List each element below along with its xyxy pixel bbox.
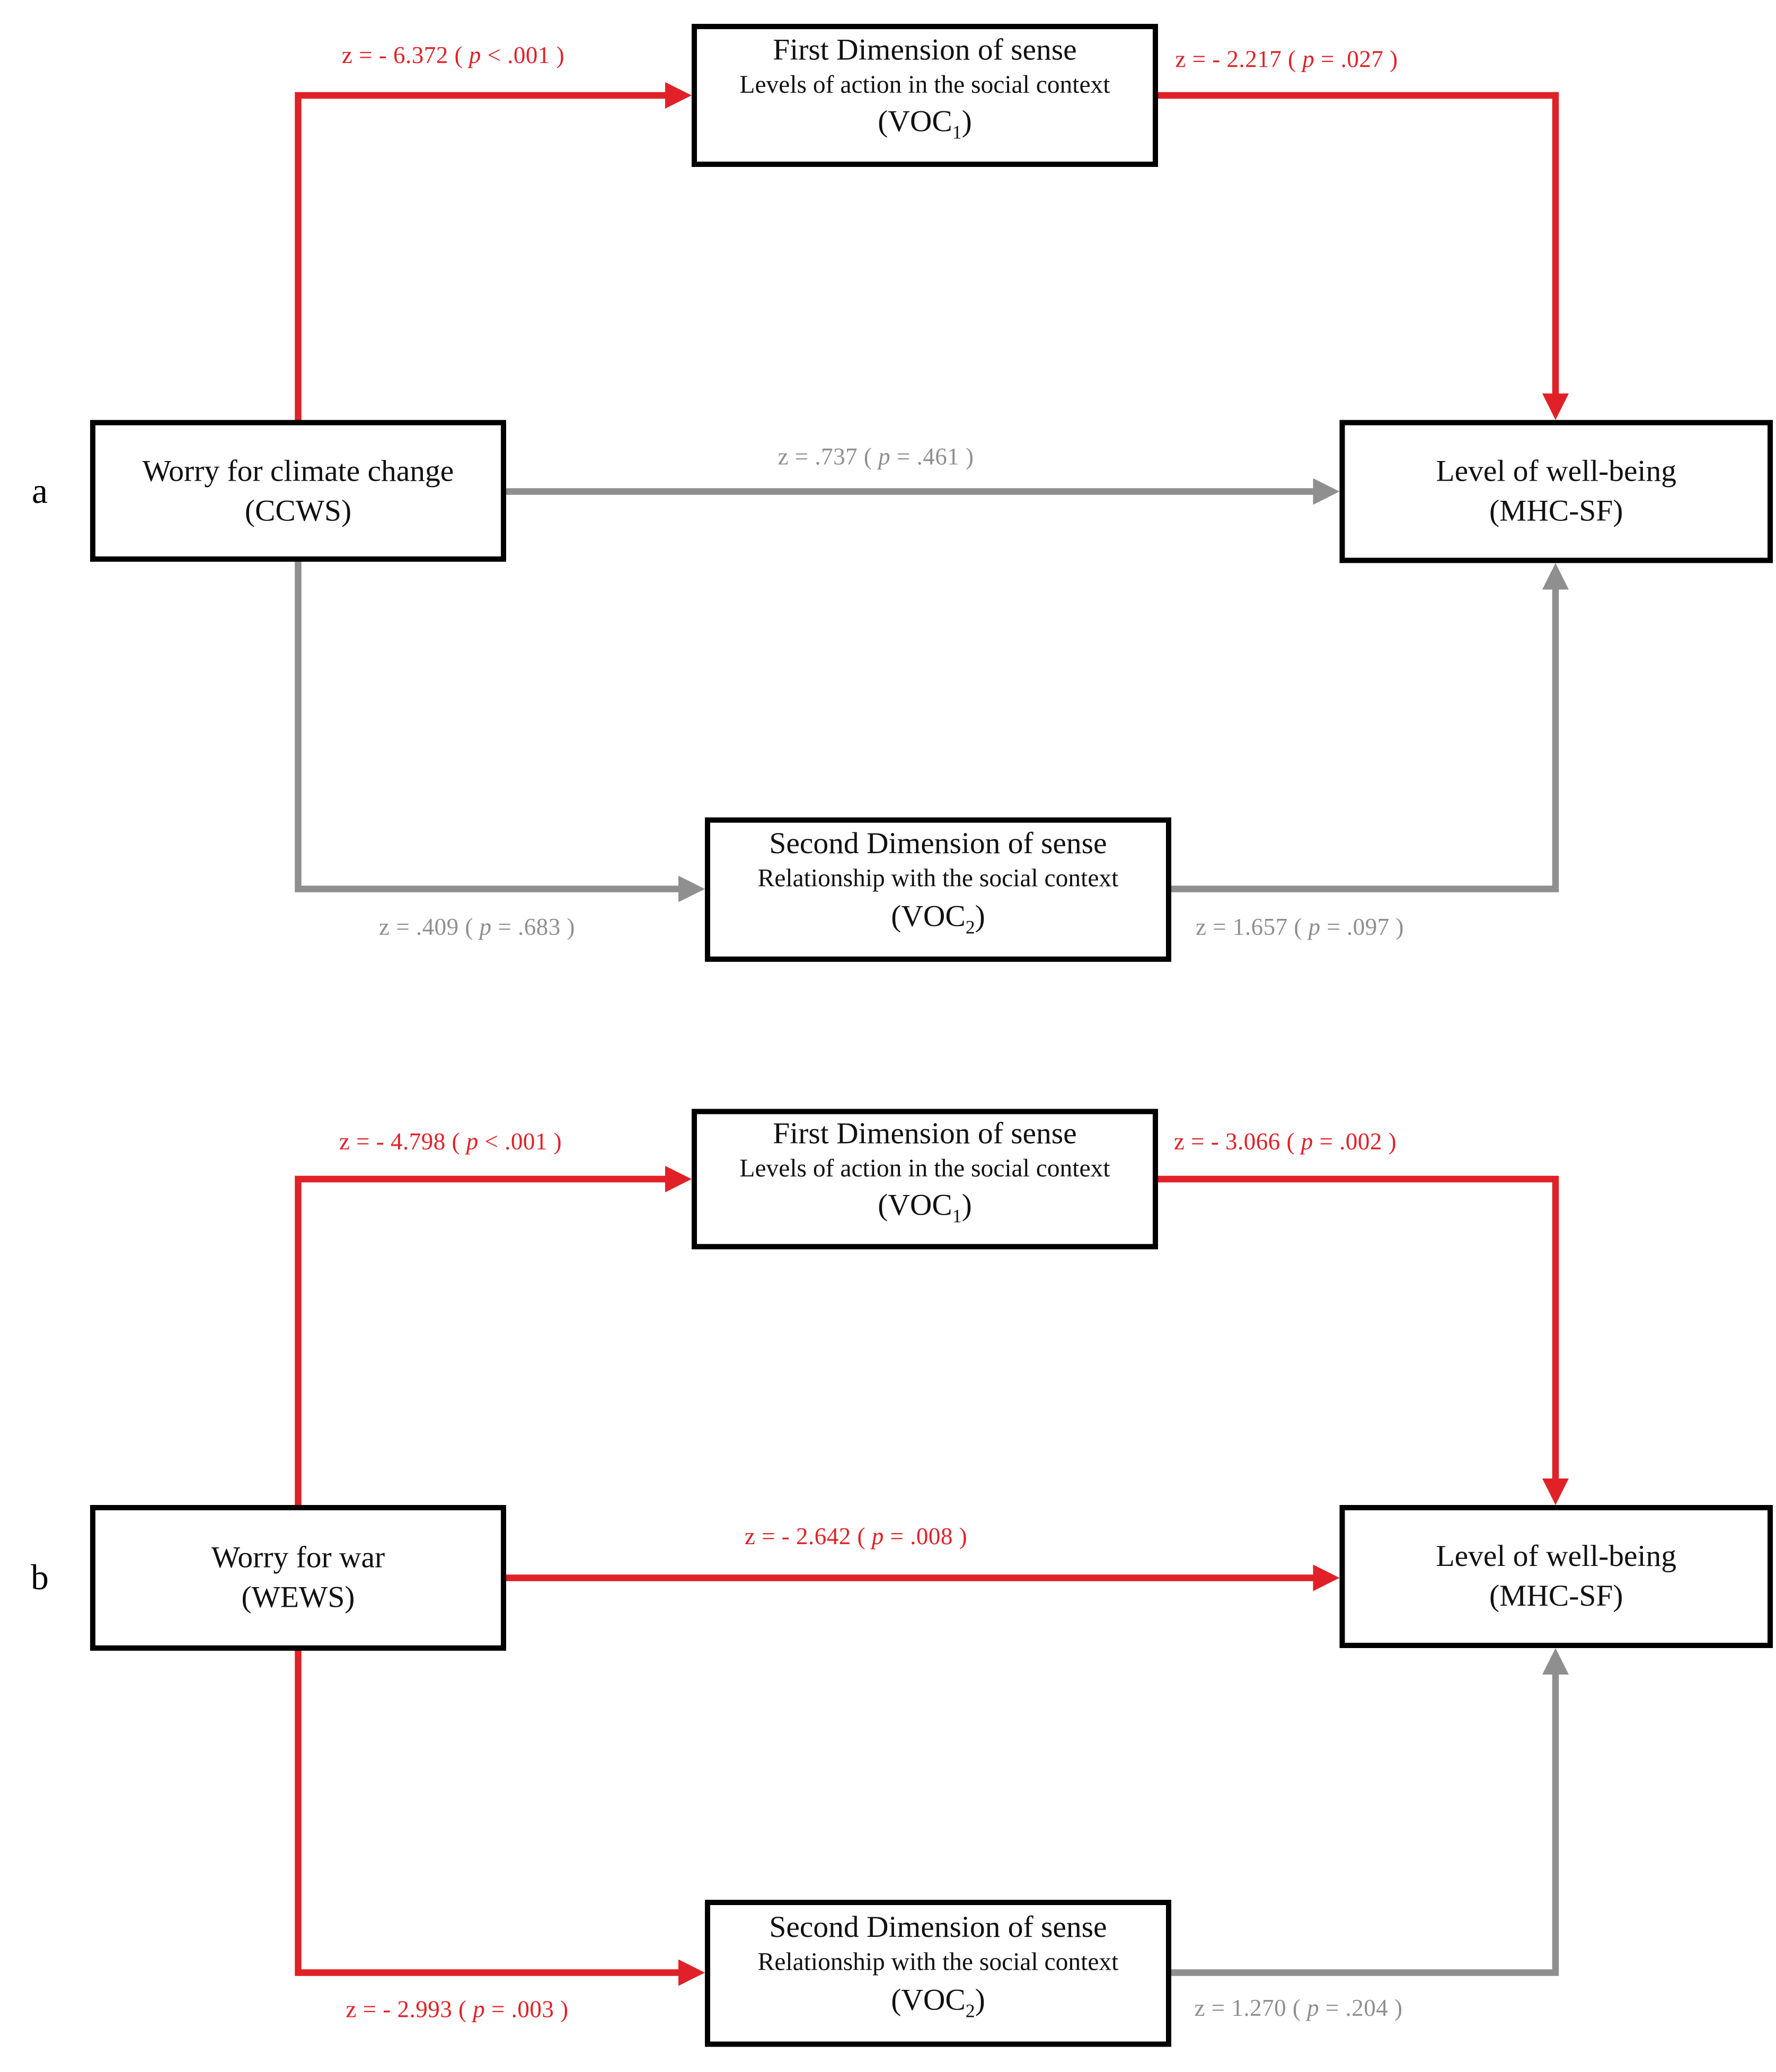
panel-b-arrow-x-m2 xyxy=(295,1648,681,1976)
panel-b-arrowhead-x-m1 xyxy=(665,1166,692,1192)
mediator1-name: First Dimension of sense xyxy=(773,32,1077,66)
outcome-acronym: (MHC-SF) xyxy=(1489,1579,1623,1613)
mediator2-name: Second Dimension of sense xyxy=(769,827,1107,860)
panel-a-arrowhead-m2-y xyxy=(1542,563,1569,590)
mediator2-acronym: (VOC2) xyxy=(891,1982,985,2022)
panel-b-arrowhead-m1-y xyxy=(1542,1478,1569,1505)
panel-a-arrow-m2-y xyxy=(1171,587,1559,892)
predictor-acronym: (CCWS) xyxy=(244,493,352,527)
panel-a-tag: a xyxy=(32,471,48,511)
mediator1-acronym: (VOC1) xyxy=(878,105,972,145)
panel-a-stat-m2-y: z = 1.657 ( p = .097 ) xyxy=(1195,913,1404,940)
panel-b-stat-m1-y: z = - 3.066 ( p = .002 ) xyxy=(1173,1128,1397,1155)
panel-b-stat-x-y: z = - 2.642 ( p = .008 ) xyxy=(744,1522,968,1549)
panel-b-arrowhead-x-y xyxy=(1313,1564,1340,1591)
panel-a-outcome-box: Level of well-being (MHC-SF) xyxy=(1339,420,1773,563)
mediator1-description: Levels of action in the social context xyxy=(739,1154,1110,1183)
panel-a-arrowhead-x-m2 xyxy=(678,875,705,902)
panel-b-predictor-box: Worry for war (WEWS) xyxy=(90,1505,506,1651)
panel-b-mediator1-box: First Dimension of sense Levels of actio… xyxy=(692,1109,1158,1250)
mediator2-name: Second Dimension of sense xyxy=(769,1910,1107,1944)
panel-b-stat-x-m2: z = - 2.993 ( p = .003 ) xyxy=(346,1996,569,2023)
mediator2-acronym: (VOC2) xyxy=(891,899,985,938)
panel-b-arrowhead-x-m2 xyxy=(678,1959,705,1986)
predictor-name: Worry for war xyxy=(211,1540,385,1574)
panel-a-arrow-x-m1 xyxy=(295,92,668,423)
panel-a-stat-x-m2: z = .409 ( p = .683 ) xyxy=(379,913,575,940)
panel-a-predictor-box: Worry for climate change (CCWS) xyxy=(90,420,506,562)
panel-b-stat-x-m1: z = - 4.798 ( p < .001 ) xyxy=(339,1128,562,1155)
panel-a-mediator1-box: First Dimension of sense Levels of actio… xyxy=(692,24,1158,167)
mediator1-acronym: (VOC1) xyxy=(878,1189,972,1228)
predictor-name: Worry for climate change xyxy=(142,454,454,488)
panel-b-arrow-m1-y xyxy=(1158,1175,1559,1481)
predictor-acronym: (WEWS) xyxy=(241,1580,355,1614)
panel-a-arrowhead-x-m1 xyxy=(665,82,692,109)
panel-b-arrow-m2-y xyxy=(1171,1672,1559,1976)
mediator1-description: Levels of action in the social context xyxy=(739,70,1110,99)
panel-b-arrow-x-m1 xyxy=(295,1175,668,1508)
panel-a-arrowhead-m1-y xyxy=(1542,393,1569,420)
panel-a-stat-x-m1: z = - 6.372 ( p < .001 ) xyxy=(341,41,565,68)
mediator1-name: First Dimension of sense xyxy=(773,1116,1077,1150)
panel-a-arrow-x-m2 xyxy=(295,562,681,892)
panel-a-arrowhead-x-y xyxy=(1313,478,1340,505)
panel-b-mediator2-box: Second Dimension of sense Relationship w… xyxy=(705,1900,1171,2047)
panel-b-tag: b xyxy=(31,1557,49,1597)
panel-b-outcome-box: Level of well-being (MHC-SF) xyxy=(1339,1505,1773,1648)
mediator2-description: Relationship with the social context xyxy=(757,865,1119,893)
panel-a-stat-x-y: z = .737 ( p = .461 ) xyxy=(777,443,974,470)
panel-a-stat-m1-y: z = - 2.217 ( p = .027 ) xyxy=(1175,46,1398,73)
outcome-name: Level of well-being xyxy=(1436,454,1676,488)
panel-b-arrowhead-m2-y xyxy=(1542,1648,1569,1675)
mediator2-description: Relationship with the social context xyxy=(757,1949,1119,1977)
panel-a-arrow-m1-y xyxy=(1158,92,1559,396)
panel-b-stat-m2-y: z = 1.270 ( p = .204 ) xyxy=(1194,1994,1403,2021)
panel-a-mediator2-box: Second Dimension of sense Relationship w… xyxy=(705,817,1171,962)
outcome-name: Level of well-being xyxy=(1436,1539,1676,1573)
outcome-acronym: (MHC-SF) xyxy=(1489,494,1623,528)
